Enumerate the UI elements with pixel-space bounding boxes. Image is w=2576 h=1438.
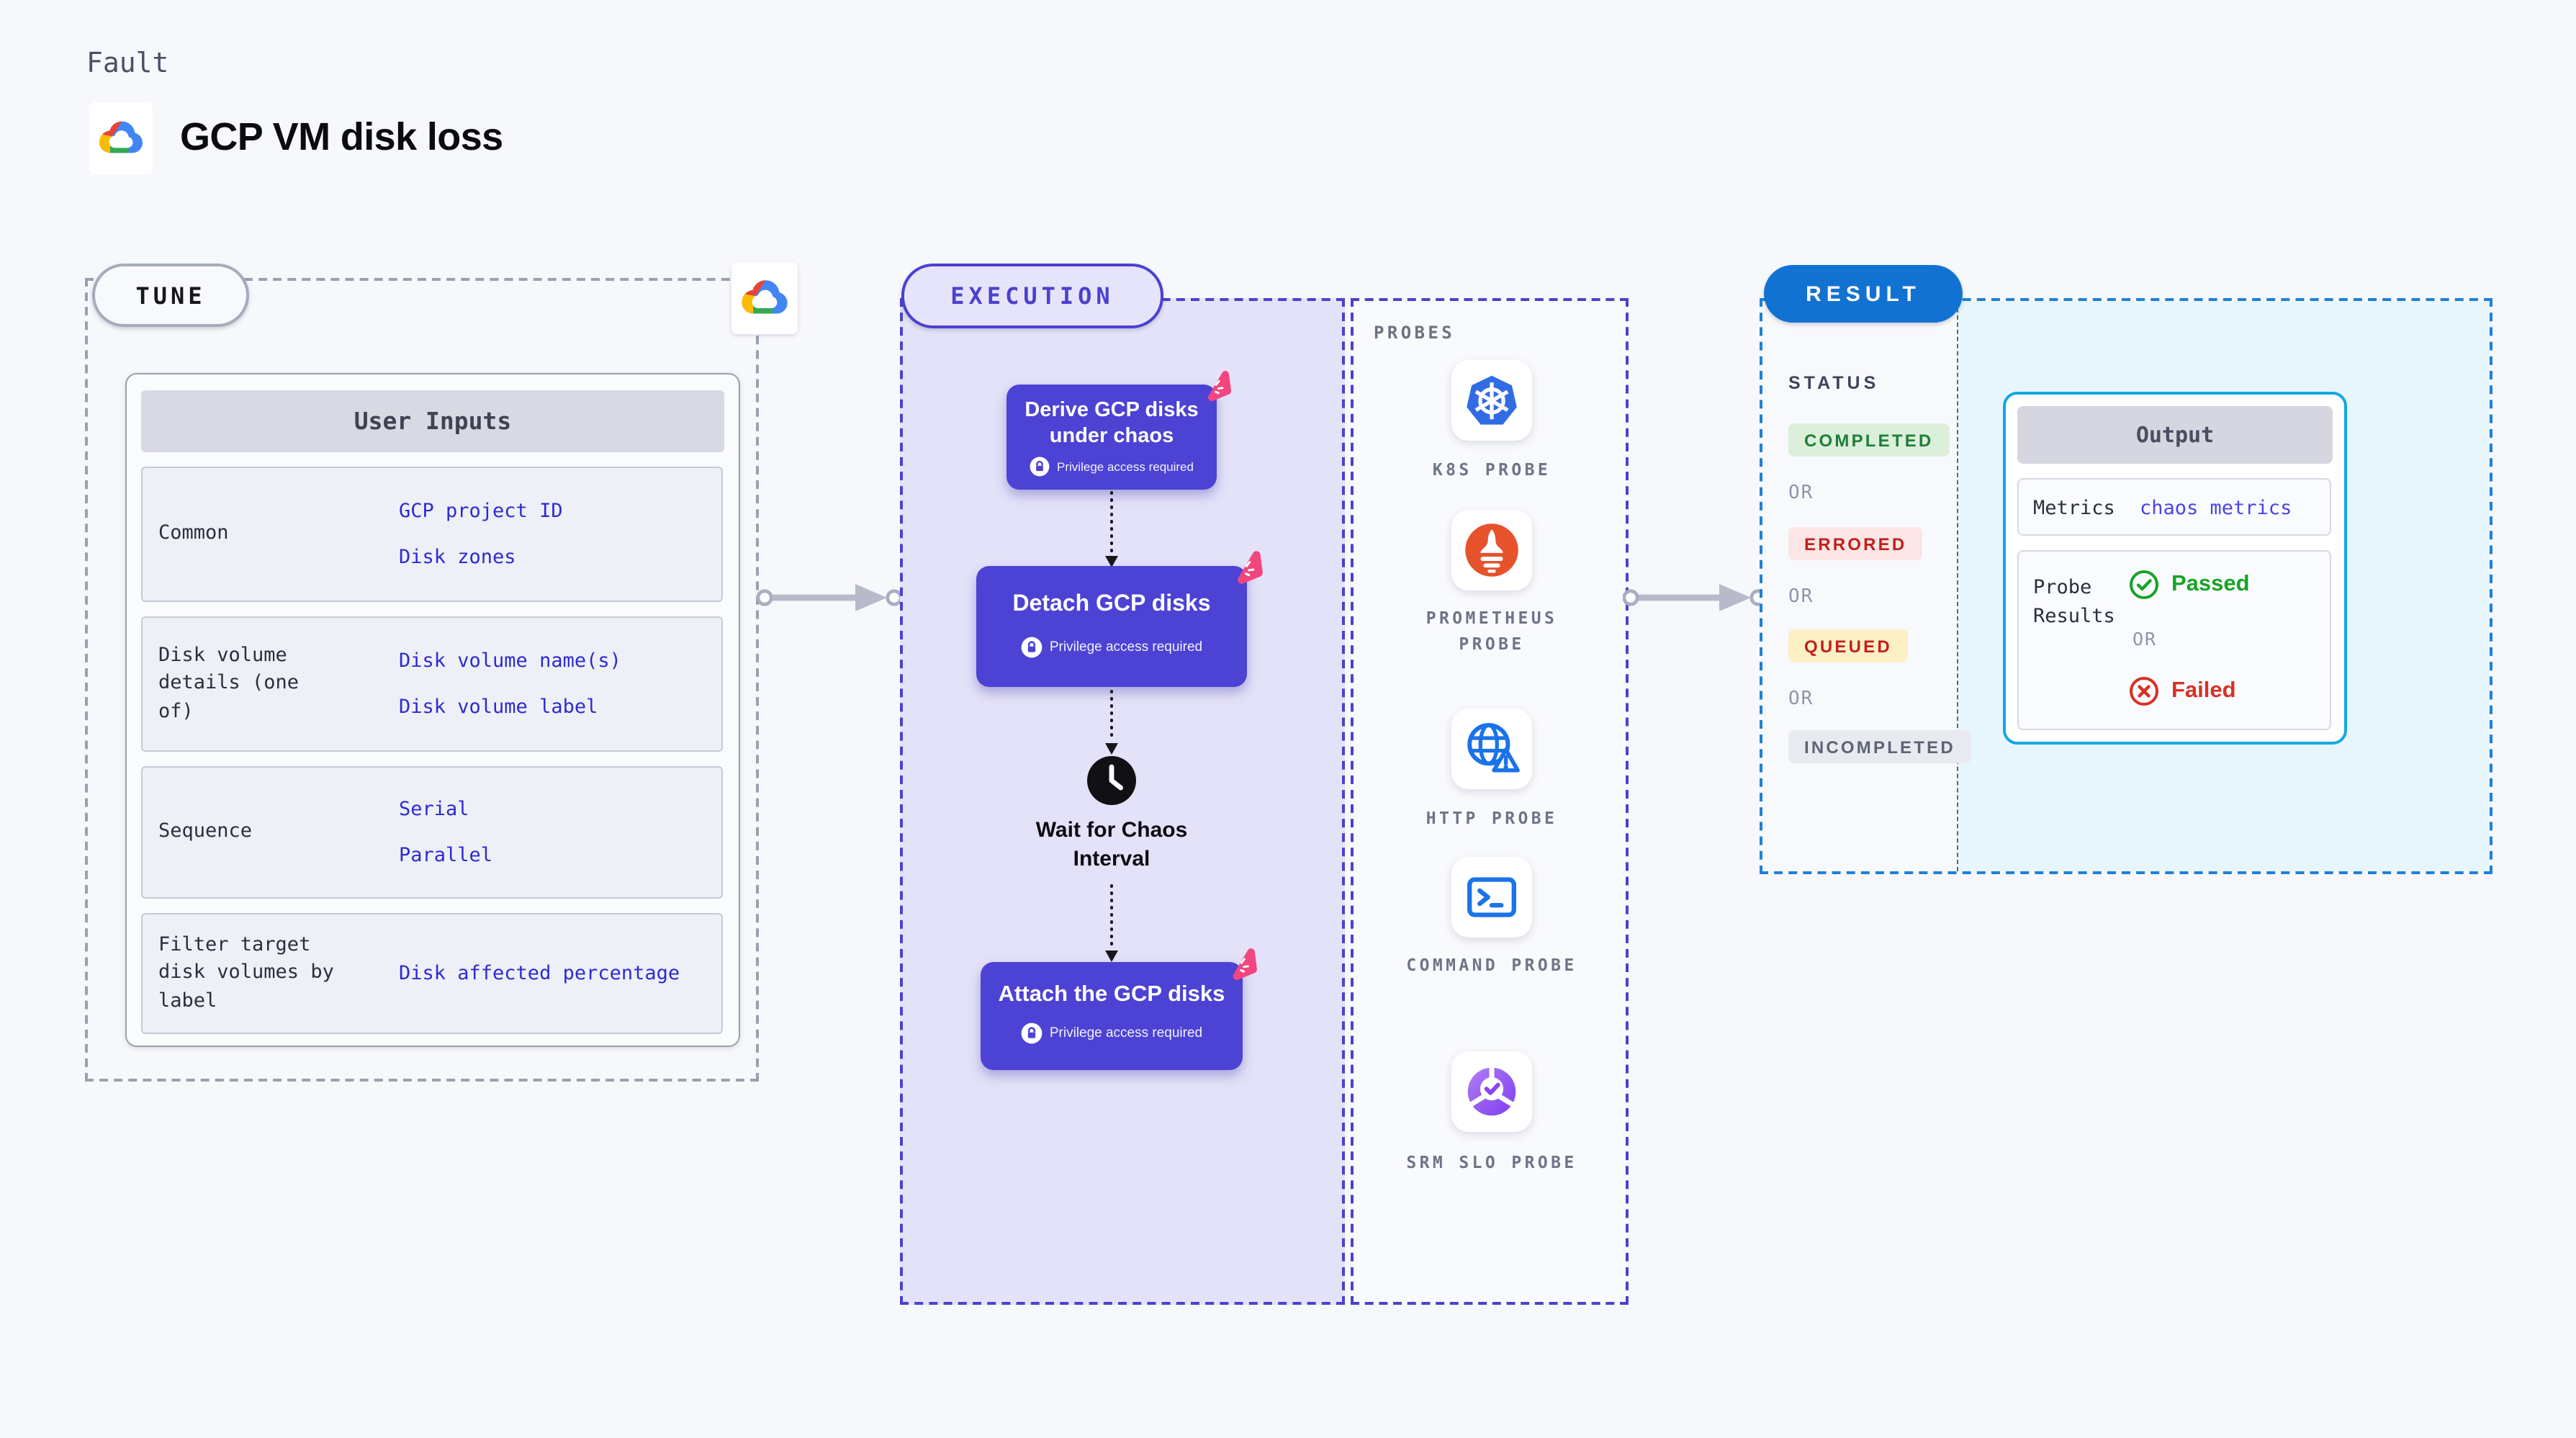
metrics-row: Metrics chaos metrics bbox=[2017, 478, 2331, 536]
srm-slo-probe-card bbox=[1451, 1051, 1532, 1132]
metrics-value: chaos metrics bbox=[2140, 497, 2292, 520]
or-label: OR bbox=[2133, 628, 2158, 650]
kubernetes-icon bbox=[1467, 375, 1517, 425]
chaos-pink-icon bbox=[1238, 551, 1263, 584]
privilege-note: Privilege access required bbox=[1049, 1025, 1203, 1042]
globe-alert-icon bbox=[1467, 723, 1520, 773]
probe-results-row: Probe Results Passed OR Failed bbox=[2017, 550, 2331, 730]
dotted-connector bbox=[1105, 884, 1118, 962]
row-label: Disk volume details (one of) bbox=[158, 643, 300, 723]
status-title: STATUS bbox=[1788, 373, 1880, 393]
row-value: Disk volume name(s) bbox=[399, 649, 621, 673]
execution-section: Derive GCP disks under chaos Privilege a… bbox=[900, 298, 1345, 1305]
status-badge-completed: COMPLETED bbox=[1788, 423, 1950, 457]
row-label: Common bbox=[158, 521, 229, 545]
header-logo-card bbox=[89, 102, 153, 174]
probes-title: PROBES bbox=[1374, 323, 1456, 343]
clock-icon bbox=[1087, 756, 1136, 805]
probe-results-label: Probe Results bbox=[2033, 576, 2115, 629]
tune-badge: TUNE bbox=[92, 264, 249, 327]
step-derive-gcp-disks: Derive GCP disks under chaos Privilege a… bbox=[1006, 371, 1231, 490]
output-header: Output bbox=[2017, 406, 2333, 464]
execution-badge: EXECUTION bbox=[901, 264, 1163, 328]
user-inputs-row: Filter target disk volumes by label Disk… bbox=[141, 913, 723, 1034]
user-inputs-header: User Inputs bbox=[141, 390, 724, 452]
status-badge-incompleted: INCOMPLETED bbox=[1788, 730, 1971, 763]
row-value: Serial bbox=[399, 797, 469, 821]
chaos-pink-icon bbox=[1208, 371, 1231, 401]
step-title: Attach the GCP disks bbox=[998, 982, 1225, 1007]
row-value: Parallel bbox=[399, 843, 493, 866]
lock-icon bbox=[1030, 457, 1050, 477]
failed-label: Failed bbox=[2171, 678, 2236, 703]
user-inputs-card: User Inputs Common GCP project ID Disk z… bbox=[125, 373, 740, 1047]
failed-x-icon bbox=[2130, 677, 2158, 706]
row-value: GCP project ID bbox=[399, 499, 563, 523]
terminal-icon bbox=[1467, 877, 1516, 917]
wait-step-label: Wait for Chaos Interval bbox=[1035, 818, 1188, 871]
command-probe-label: COMMAND PROBE bbox=[1406, 955, 1577, 975]
or-label: OR bbox=[1788, 688, 1814, 710]
result-section: STATUS COMPLETED OR ERRORED OR QUEUED OR… bbox=[1760, 298, 2492, 874]
k8s-probe-label: K8S PROBE bbox=[1432, 459, 1552, 480]
or-label: OR bbox=[1788, 586, 1814, 608]
privilege-note: Privilege access required bbox=[1049, 639, 1203, 655]
privilege-note: Privilege access required bbox=[1057, 459, 1194, 475]
user-inputs-row: Disk volume details (one of) Disk volume… bbox=[141, 616, 723, 752]
prometheus-probe-label: PROMETHEUS PROBE bbox=[1426, 608, 1558, 655]
user-inputs-row: Common GCP project ID Disk zones bbox=[141, 467, 723, 602]
tune-to-execution-arrow bbox=[755, 579, 904, 624]
status-badge-errored: ERRORED bbox=[1788, 527, 1923, 560]
http-probe-card bbox=[1451, 709, 1532, 789]
chaos-pink-icon bbox=[1233, 948, 1257, 980]
dotted-connector bbox=[1105, 690, 1118, 755]
metrics-label: Metrics bbox=[2033, 497, 2115, 520]
step-detach-gcp-disks: Detach GCP disks Privilege access requir… bbox=[976, 551, 1263, 687]
passed-check-icon bbox=[2130, 570, 2158, 599]
page-title: GCP VM disk loss bbox=[180, 115, 503, 158]
slo-donut-check-icon bbox=[1467, 1066, 1516, 1116]
row-value: Disk affected percentage bbox=[399, 961, 680, 985]
http-probe-label: HTTP PROBE bbox=[1426, 808, 1558, 828]
output-card: Output Metrics chaos metrics Probe Resul… bbox=[2003, 392, 2347, 745]
row-value: Disk zones bbox=[399, 545, 516, 568]
or-label: OR bbox=[1788, 482, 1814, 504]
step-title: Detach GCP disks bbox=[1012, 592, 1211, 616]
probes-to-result-arrow bbox=[1622, 579, 1767, 624]
user-inputs-row: Sequence Serial Parallel bbox=[141, 766, 723, 899]
step-title: Derive GCP disks under chaos bbox=[1024, 399, 1199, 449]
prometheus-icon bbox=[1465, 523, 1518, 577]
command-probe-card bbox=[1451, 857, 1532, 938]
row-value: Disk volume label bbox=[399, 695, 598, 718]
row-label: Filter target disk volumes by label bbox=[158, 933, 334, 1012]
prometheus-probe-card bbox=[1451, 510, 1532, 590]
srm-slo-probe-label: SRM SLO PROBE bbox=[1406, 1152, 1577, 1172]
result-badge: RESULT bbox=[1764, 265, 1963, 323]
k8s-probe-card bbox=[1451, 360, 1532, 441]
dotted-connector bbox=[1105, 491, 1118, 567]
status-badge-queued: QUEUED bbox=[1788, 629, 1908, 662]
passed-label: Passed bbox=[2171, 572, 2250, 596]
gcp-cloud-logo-icon bbox=[99, 121, 143, 153]
tune-section bbox=[85, 278, 759, 1082]
lock-icon bbox=[1021, 1023, 1042, 1045]
probes-section: PROBES K8S PROBE PROMETHEUS PROBE bbox=[1351, 298, 1629, 1305]
step-attach-gcp-disks: Attach the GCP disks Privilege access re… bbox=[981, 948, 1257, 1070]
fault-eyebrow: Fault bbox=[86, 48, 169, 79]
gcp-cloud-icon bbox=[742, 280, 788, 314]
tune-gcp-logo-card bbox=[731, 262, 798, 334]
row-label: Sequence bbox=[158, 819, 253, 843]
lock-icon bbox=[1021, 637, 1042, 658]
